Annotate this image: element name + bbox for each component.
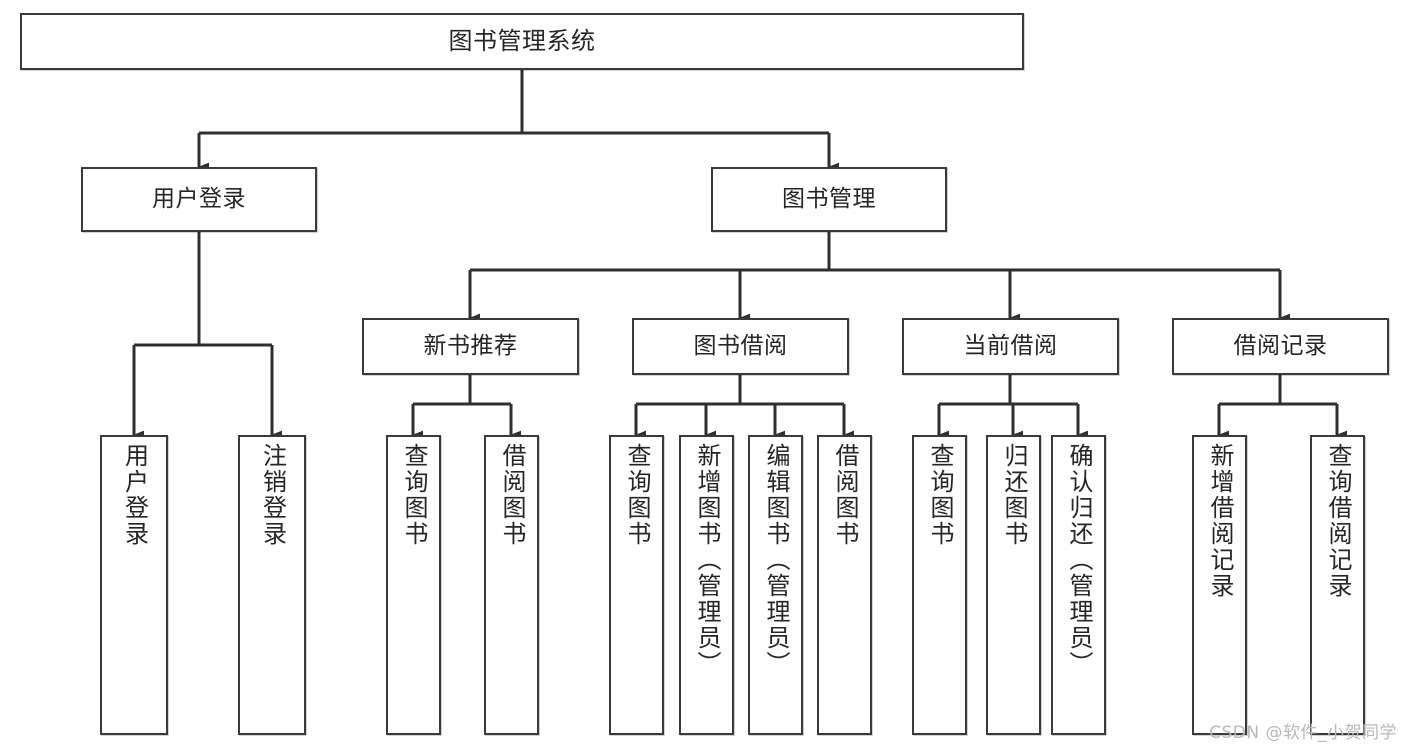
leaf-borrow-book[interactable]: 借阅图书: [817, 435, 872, 735]
node-label: 查询图书: [622, 443, 651, 547]
node-borrow-records[interactable]: 借阅记录: [1172, 318, 1389, 375]
leaf-add-book-admin[interactable]: 新增图书（管理员）: [679, 435, 734, 735]
leaf-query-book-new[interactable]: 查询图书: [386, 435, 441, 735]
node-label: 借阅图书: [830, 443, 859, 547]
node-current-borrow[interactable]: 当前借阅: [902, 318, 1119, 375]
leaf-query-book-borrow[interactable]: 查询图书: [609, 435, 664, 735]
node-new-book-recommend[interactable]: 新书推荐: [362, 318, 579, 375]
node-label: 图书管理系统: [448, 27, 596, 56]
node-label: 新增借阅记录: [1205, 443, 1234, 599]
leaf-borrow-book-new[interactable]: 借阅图书: [484, 435, 539, 735]
node-root-system[interactable]: 图书管理系统: [20, 13, 1024, 70]
node-label: 当前借阅: [963, 332, 1058, 359]
leaf-confirm-return-admin[interactable]: 确认归还（管理员）: [1051, 435, 1106, 735]
node-label: 查询图书: [925, 443, 954, 547]
leaf-user-login[interactable]: 用户登录: [100, 435, 168, 735]
node-label: 借阅记录: [1233, 332, 1328, 359]
leaf-add-borrow-record[interactable]: 新增借阅记录: [1192, 435, 1247, 735]
leaf-query-borrow-record[interactable]: 查询借阅记录: [1310, 435, 1365, 735]
node-label: 用户登录: [152, 185, 246, 212]
node-label: 注销登录: [258, 443, 287, 547]
node-book-management[interactable]: 图书管理: [711, 167, 947, 232]
node-label: 图书借阅: [693, 332, 788, 359]
node-label: 用户登录: [120, 443, 149, 547]
node-label: 归还图书: [999, 443, 1028, 547]
node-label: 借阅图书: [497, 443, 526, 547]
node-label: 新书推荐: [423, 332, 518, 359]
node-label: 查询借阅记录: [1323, 443, 1352, 599]
leaf-query-book-current[interactable]: 查询图书: [912, 435, 967, 735]
leaf-logout-login[interactable]: 注销登录: [238, 435, 306, 735]
node-label: 编辑图书（管理员）: [761, 443, 790, 677]
node-user-login[interactable]: 用户登录: [81, 167, 317, 232]
node-book-borrow[interactable]: 图书借阅: [632, 318, 849, 375]
leaf-edit-book-admin[interactable]: 编辑图书（管理员）: [748, 435, 803, 735]
node-label: 确认归还（管理员）: [1064, 443, 1093, 677]
node-label: 图书管理: [782, 185, 876, 212]
leaf-return-book[interactable]: 归还图书: [986, 435, 1041, 735]
node-label: 新增图书（管理员）: [692, 443, 721, 677]
node-label: 查询图书: [399, 443, 428, 547]
